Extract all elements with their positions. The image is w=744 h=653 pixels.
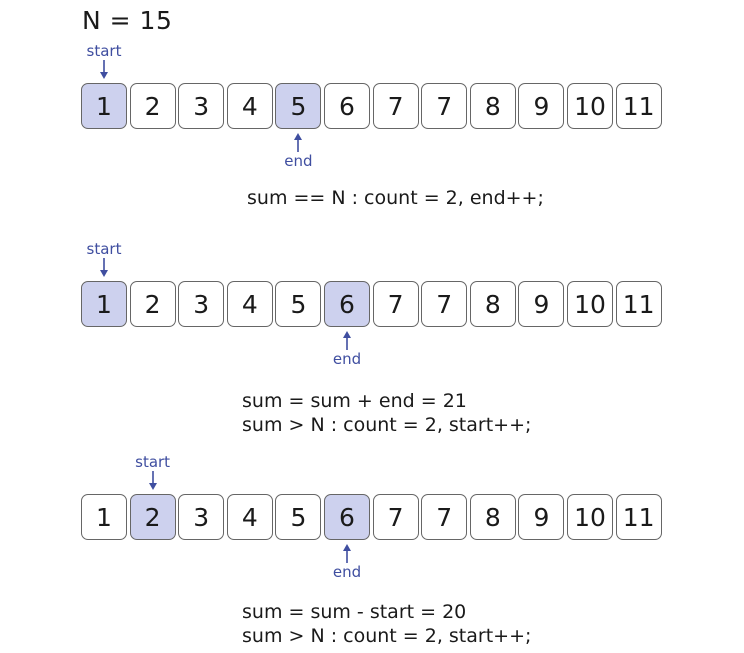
start-label: start (135, 453, 171, 471)
end-label: end (332, 350, 362, 368)
array-cell: 8 (469, 281, 516, 327)
array-cell: 6 (324, 494, 370, 540)
start-pointer: start (74, 42, 134, 80)
array-cell: 7 (372, 494, 419, 540)
step-expression: sum == N : count = 2, end++; (247, 186, 544, 210)
array-cell: 11 (615, 494, 662, 540)
array-cell: 6 (324, 83, 370, 129)
array-cell: 8 (469, 83, 516, 129)
end-pointer: end (317, 330, 377, 368)
expression-line: sum == N : count = 2, end++; (247, 187, 544, 209)
array-cell: 11 (615, 281, 662, 327)
array-cell: 4 (226, 494, 273, 540)
expression-line: sum = sum - start = 20 (242, 601, 467, 623)
end-label: end (284, 152, 313, 170)
end-pointer: end (268, 132, 328, 170)
start-pointer: start (74, 240, 134, 278)
array-cell: 1 (81, 494, 127, 540)
array-cell: 7 (421, 83, 468, 129)
array-cell: 5 (275, 281, 322, 327)
array-cell: 2 (129, 281, 176, 327)
page-title: N = 15 (82, 6, 173, 35)
array-cell: 5 (275, 83, 322, 129)
array-cell: 8 (469, 494, 516, 540)
array-cell: 9 (518, 494, 565, 540)
down-arrow-icon (123, 471, 183, 491)
array-cell: 1 (81, 83, 127, 129)
down-arrow-icon (74, 258, 134, 278)
start-label: start (86, 42, 122, 60)
array-cell: 9 (518, 281, 565, 327)
array-cell: 3 (178, 494, 225, 540)
up-arrow-icon (317, 330, 377, 350)
array-cell: 10 (567, 281, 613, 327)
array-cell: 4 (226, 281, 273, 327)
up-arrow-icon (317, 543, 377, 563)
array-cell: 1 (81, 281, 127, 327)
end-label: end (332, 563, 362, 581)
array-cell: 10 (567, 83, 613, 129)
array-cell: 11 (615, 83, 662, 129)
expression-line: sum > N : count = 2, start++; (242, 414, 532, 436)
array-cell: 7 (372, 83, 419, 129)
array-cell: 9 (518, 83, 565, 129)
down-arrow-icon (74, 60, 134, 80)
expression-line: sum = sum + end = 21 (242, 390, 467, 412)
array-cell: 2 (129, 83, 176, 129)
array-cell: 5 (275, 494, 322, 540)
array-cell: 10 (567, 494, 613, 540)
array-cell: 2 (129, 494, 176, 540)
array-cell: 4 (226, 83, 273, 129)
array-cell: 7 (421, 281, 468, 327)
start-pointer: start (123, 453, 183, 491)
array-cell: 7 (421, 494, 468, 540)
expression-line: sum > N : count = 2, start++; (242, 625, 532, 647)
array-cell: 6 (324, 281, 370, 327)
up-arrow-icon (268, 132, 328, 152)
end-pointer: end (317, 543, 377, 581)
array-cell: 7 (372, 281, 419, 327)
array-cell: 3 (178, 83, 225, 129)
start-label: start (86, 240, 122, 258)
array-cell: 3 (178, 281, 225, 327)
